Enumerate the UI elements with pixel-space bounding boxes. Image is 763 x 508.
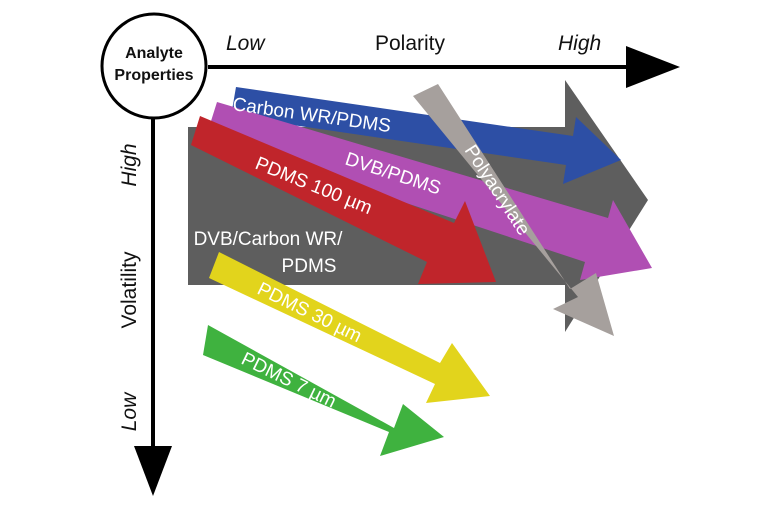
analyte-properties-circle [100,12,208,120]
volatility-high-label: High [118,143,141,186]
arrow-carbon-wr-pdms [231,87,621,184]
arrow-pdms-100 [191,116,496,284]
volatility-axis-title: Volatility [118,251,141,329]
label-dvb-carbon-wr-pdms-line2: PDMS [282,256,337,277]
label-pdms-7: PDMS 7 µm [238,349,340,413]
arrow-dvb-pdms [206,102,652,280]
polarity-axis-title: Polarity [375,32,446,55]
circle-label-line1: Analyte [125,45,183,62]
polarity-axis-arrowhead [626,46,680,88]
arrow-pdms-7 [203,325,444,456]
volatility-low-label: Low [118,391,141,431]
arrow-polyacrylate [413,84,614,336]
polarity-low-label: Low [226,32,266,55]
circle-label-line2: Properties [114,67,193,84]
label-pdms-30: PDMS 30 µm [254,279,365,348]
arrow-pdms-30 [209,252,490,403]
polarity-high-label: High [558,32,601,55]
label-dvb-carbon-wr-pdms-line1: DVB/Carbon WR/ [194,229,344,250]
volatility-axis-arrowhead [134,446,172,496]
